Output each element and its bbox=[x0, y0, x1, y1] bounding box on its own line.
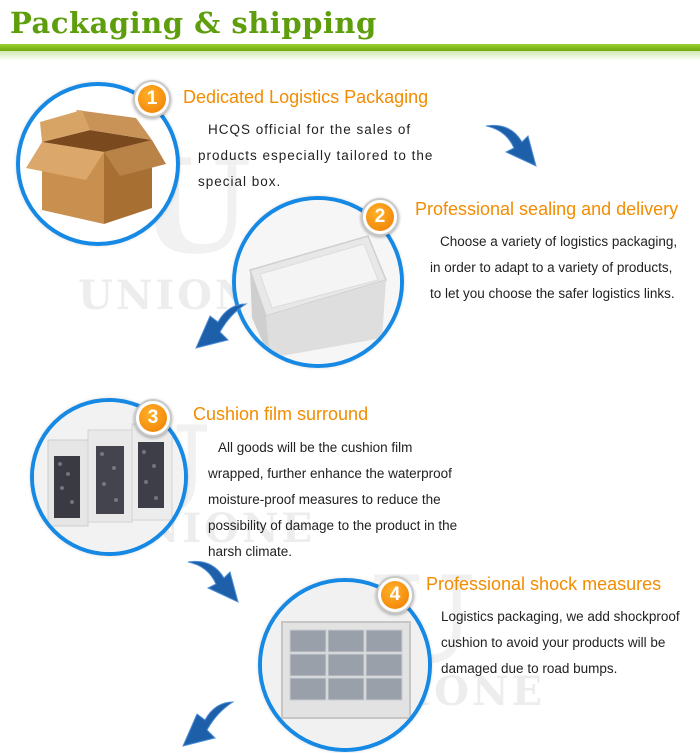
step-description: Logistics packaging, we add shockproof c… bbox=[441, 604, 680, 682]
foam-box-photo bbox=[232, 196, 404, 368]
desc-line: HCQS official for the sales of bbox=[208, 122, 412, 137]
curved-arrow-icon bbox=[182, 701, 235, 747]
desc-line: All goods will be the cushion film bbox=[218, 440, 413, 455]
desc-line: in order to adapt to a variety of produc… bbox=[430, 260, 673, 275]
shockproof-packaging-photo bbox=[258, 578, 432, 752]
desc-line: possibility of damage to the product in … bbox=[208, 518, 458, 533]
step-number: 4 bbox=[381, 581, 409, 609]
page-title: Packaging & shipping bbox=[10, 6, 377, 40]
desc-line: products especially tailored to the bbox=[198, 148, 434, 163]
step-number-badge: 2 bbox=[361, 198, 399, 236]
step-description: All goods will be the cushion film wrapp… bbox=[208, 435, 457, 565]
step-number: 3 bbox=[139, 404, 167, 432]
step-number-badge: 4 bbox=[376, 576, 414, 614]
step-number-badge: 1 bbox=[133, 80, 171, 118]
step-title: Dedicated Logistics Packaging bbox=[183, 87, 429, 107]
step-description: HCQS official for the sales of products … bbox=[198, 117, 433, 195]
step-title: Professional shock measures bbox=[426, 574, 662, 594]
desc-line: Choose a variety of logistics packaging, bbox=[440, 234, 678, 249]
header-fade bbox=[0, 51, 700, 61]
step-number-badge: 3 bbox=[134, 399, 172, 437]
step-title: Professional sealing and delivery bbox=[415, 199, 679, 219]
step-title: Cushion film surround bbox=[193, 404, 369, 424]
desc-line: moisture-proof measures to reduce the bbox=[208, 492, 441, 507]
header-divider bbox=[0, 44, 700, 51]
curved-arrow-icon bbox=[485, 124, 537, 167]
desc-line: damaged due to road bumps. bbox=[441, 661, 618, 676]
curved-arrow-icon bbox=[187, 560, 239, 603]
desc-line: cushion to avoid your products will be bbox=[441, 635, 666, 650]
desc-line: harsh climate. bbox=[208, 544, 293, 559]
step-description: Choose a variety of logistics packaging,… bbox=[430, 229, 677, 307]
curved-arrow-icon bbox=[195, 303, 248, 349]
desc-line: special box. bbox=[198, 174, 282, 189]
desc-line: Logistics packaging, we add shockproof bbox=[441, 609, 680, 624]
step-number: 1 bbox=[138, 85, 166, 113]
desc-line: to let you choose the safer logistics li… bbox=[430, 286, 675, 301]
desc-line: wrapped, further enhance the waterproof bbox=[208, 466, 452, 481]
page-header: Packaging & shipping bbox=[0, 0, 700, 61]
step-number: 2 bbox=[366, 203, 394, 231]
